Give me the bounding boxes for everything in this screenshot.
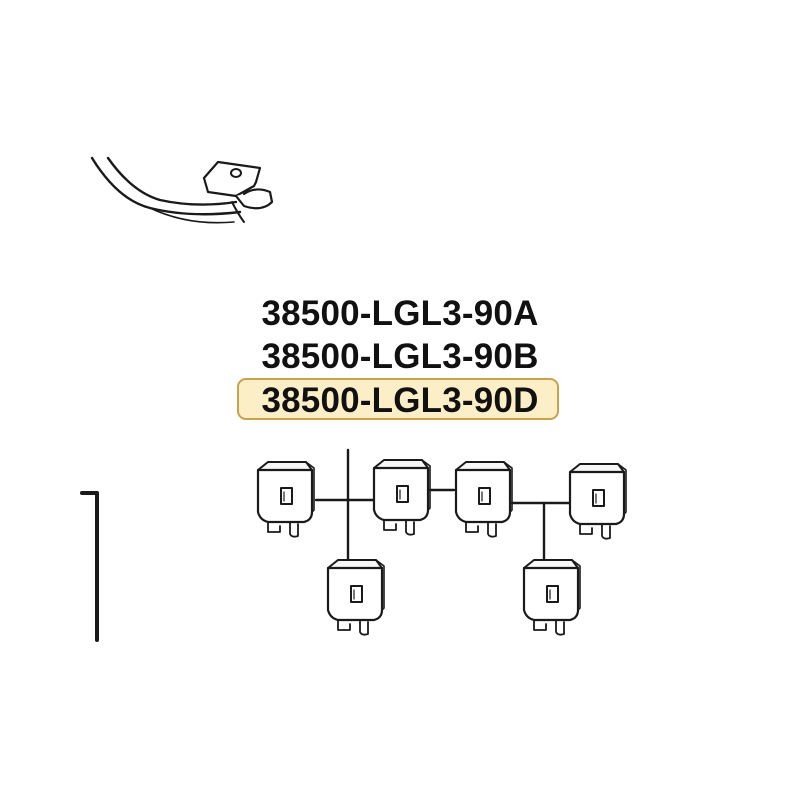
left-bracket-line (80, 491, 99, 642)
relay-unit-1 (256, 460, 316, 538)
relay-unit-2 (372, 458, 432, 536)
relay-unit-4 (568, 462, 628, 540)
part-number-90d: 38500-LGL3-90D (261, 381, 539, 420)
part-number-90b: 38500-LGL3-90B (261, 337, 539, 376)
relay-unit-5 (326, 558, 386, 636)
part-number-90a: 38500-LGL3-90A (261, 294, 539, 333)
relay-unit-3 (454, 460, 514, 538)
relay-unit-6 (522, 558, 582, 636)
part-number-highlight (237, 378, 559, 420)
harness-clip-drawing (90, 156, 274, 224)
relay-wiring (314, 448, 572, 568)
